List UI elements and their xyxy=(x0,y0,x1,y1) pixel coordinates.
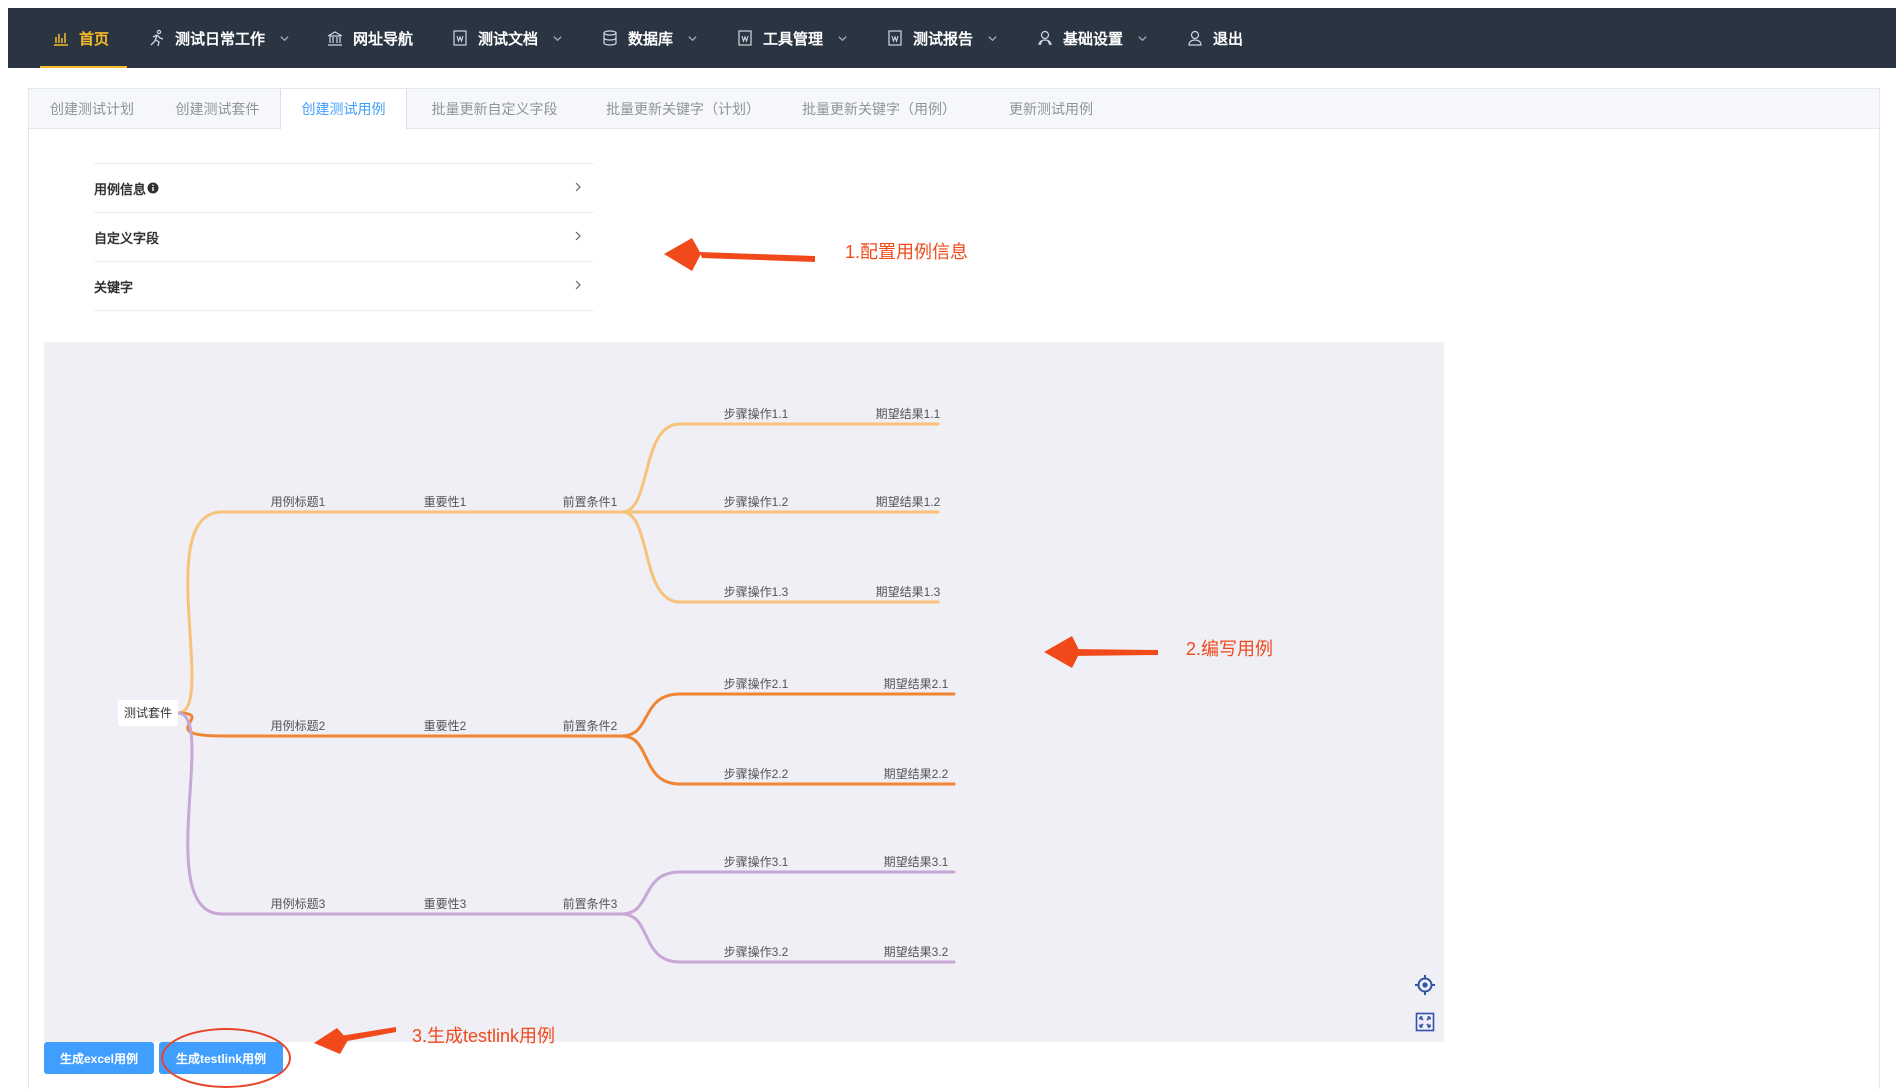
mindmap-node-expected-result[interactable]: 期望结果3.1 xyxy=(883,855,949,869)
database-icon xyxy=(601,29,619,47)
mindmap-node-step[interactable]: 步骤操作1.3 xyxy=(723,585,789,599)
collapse-item-custom-fields[interactable]: 自定义字段 xyxy=(94,213,594,262)
mindmap-node-step[interactable]: 步骤操作2.2 xyxy=(723,767,789,781)
gear-person-icon xyxy=(1036,29,1054,47)
collapse-item-label: 自定义字段 xyxy=(94,230,160,246)
nav-item-url-navigation[interactable]: 网址导航 xyxy=(326,8,413,68)
running-person-icon xyxy=(148,29,166,47)
nav-item-logout[interactable]: 退出 xyxy=(1186,8,1243,68)
mindmap-edge xyxy=(176,711,224,916)
nav-item-label: 退出 xyxy=(1213,30,1244,48)
mindmap-node-step[interactable]: 步骤操作3.2 xyxy=(723,945,789,959)
tab-bar: 创建测试计划 创建测试套件 创建测试用例 批量更新自定义字段 批量更新关键字（计… xyxy=(29,89,1879,129)
info-icon[interactable] xyxy=(147,182,159,194)
user-icon xyxy=(1186,29,1204,47)
nav-item-label: 测试日常工作 xyxy=(175,30,266,48)
mindmap-node-expected-result[interactable]: 期望结果2.1 xyxy=(883,677,949,691)
mindmap-node-expected-result[interactable]: 期望结果2.2 xyxy=(883,767,949,781)
mindmap-node-step[interactable]: 步骤操作1.1 xyxy=(723,407,789,421)
top-navigation-bar: 首页 测试日常工作 网址导航 测试文档 数据库 工具管理 xyxy=(8,8,1896,68)
nav-item-basic-settings[interactable]: 基础设置 xyxy=(1036,8,1148,68)
tab-create-test-case[interactable]: 创建测试用例 xyxy=(280,89,407,129)
document-icon xyxy=(736,29,754,47)
mindmap-node-importance[interactable]: 重要性2 xyxy=(423,719,467,733)
nav-item-label: 首页 xyxy=(79,30,110,48)
mindmap-node-step[interactable]: 步骤操作1.2 xyxy=(723,495,789,509)
chevron-right-icon xyxy=(575,231,581,241)
mindmap-edge xyxy=(620,422,682,514)
mindmap-node-case-title[interactable]: 用例标题1 xyxy=(270,495,326,509)
mindmap-edge xyxy=(620,870,682,916)
chevron-down-icon xyxy=(552,33,563,44)
mindmap-node-case-title[interactable]: 用例标题3 xyxy=(270,897,326,911)
nav-item-label: 数据库 xyxy=(628,30,674,48)
mindmap-edge xyxy=(620,510,682,604)
tab-create-test-suite[interactable]: 创建测试套件 xyxy=(175,101,260,117)
chevron-right-icon xyxy=(575,182,581,192)
mindmap-edge xyxy=(620,734,682,786)
nav-item-test-report[interactable]: 测试报告 xyxy=(886,8,998,68)
collapse-item-case-info[interactable]: 用例信息 xyxy=(94,164,594,213)
nav-item-home[interactable]: 首页 xyxy=(39,8,128,68)
nav-item-label: 测试文档 xyxy=(478,30,539,48)
generate-testlink-button[interactable]: 生成testlink用例 xyxy=(159,1042,283,1074)
nav-item-daily-work[interactable]: 测试日常工作 xyxy=(148,8,290,68)
tab-batch-update-custom-fields[interactable]: 批量更新自定义字段 xyxy=(431,101,558,117)
chevron-down-icon xyxy=(687,33,698,44)
bar-chart-icon xyxy=(52,29,70,47)
collapse-item-label: 关键字 xyxy=(94,279,134,295)
collapse-item-label: 用例信息 xyxy=(94,181,147,197)
collapse-item-keywords[interactable]: 关键字 xyxy=(94,262,594,311)
nav-item-test-docs[interactable]: 测试文档 xyxy=(451,8,563,68)
mindmap-edge xyxy=(620,912,682,964)
nav-item-tool-management[interactable]: 工具管理 xyxy=(736,8,848,68)
mindmap-node-step[interactable]: 步骤操作2.1 xyxy=(723,677,789,691)
mindmap-node-expected-result[interactable]: 期望结果1.3 xyxy=(875,585,941,599)
nav-item-label: 基础设置 xyxy=(1063,30,1124,48)
annotation-step2: 2.编写用例 xyxy=(1186,639,1274,659)
nav-item-label: 工具管理 xyxy=(763,30,824,48)
mindmap-canvas[interactable]: 用例标题1 重要性1 前置条件1 步骤操作1.1 期望结果1.1 步骤操作1.2 期望结果1… xyxy=(44,342,1444,1042)
mindmap-node-step[interactable]: 步骤操作3.1 xyxy=(723,855,789,869)
chevron-down-icon xyxy=(1137,33,1148,44)
chevron-down-icon xyxy=(279,33,290,44)
case-config-collapse: 用例信息 自定义字段 关键字 xyxy=(94,163,594,311)
tab-batch-update-keywords-case[interactable]: 批量更新关键字（用例） xyxy=(802,101,956,117)
mindmap-node-precondition[interactable]: 前置条件2 xyxy=(562,719,618,733)
mindmap-node-expected-result[interactable]: 期望结果3.2 xyxy=(883,945,949,959)
target-icon[interactable] xyxy=(1414,974,1436,996)
chevron-down-icon xyxy=(837,33,848,44)
mindmap-edge xyxy=(620,692,682,738)
generate-excel-button[interactable]: 生成excel用例 xyxy=(44,1042,154,1074)
chevron-right-icon xyxy=(575,280,581,290)
annotation-step1: 1.配置用例信息 xyxy=(845,242,969,262)
mindmap-node-precondition[interactable]: 前置条件3 xyxy=(562,897,618,911)
annotation-step3: 3.生成testlink用例 xyxy=(412,1026,556,1046)
document-icon xyxy=(886,29,904,47)
nav-item-label: 测试报告 xyxy=(913,30,974,48)
document-icon xyxy=(451,29,469,47)
tab-create-test-plan[interactable]: 创建测试计划 xyxy=(50,101,134,117)
nav-item-label: 网址导航 xyxy=(353,30,414,48)
fit-screen-icon[interactable] xyxy=(1414,1011,1436,1033)
chevron-down-icon xyxy=(987,33,998,44)
mindmap-node-expected-result[interactable]: 期望结果1.2 xyxy=(875,495,941,509)
mindmap-node-importance[interactable]: 重要性1 xyxy=(423,495,467,509)
mindmap-node-precondition[interactable]: 前置条件1 xyxy=(562,495,618,509)
nav-item-database[interactable]: 数据库 xyxy=(601,8,698,68)
mindmap-connections xyxy=(176,422,956,964)
mindmap-edge xyxy=(176,510,224,715)
tab-update-test-case[interactable]: 更新测试用例 xyxy=(1009,101,1093,117)
tab-batch-update-keywords-plan[interactable]: 批量更新关键字（计划） xyxy=(606,101,760,117)
mindmap-root-node[interactable]: 测试套件 xyxy=(118,700,178,726)
mindmap-node-case-title[interactable]: 用例标题2 xyxy=(270,719,326,733)
mindmap-node-importance[interactable]: 重要性3 xyxy=(423,897,467,911)
bank-icon xyxy=(326,29,344,47)
mindmap-node-expected-result[interactable]: 期望结果1.1 xyxy=(875,407,941,421)
